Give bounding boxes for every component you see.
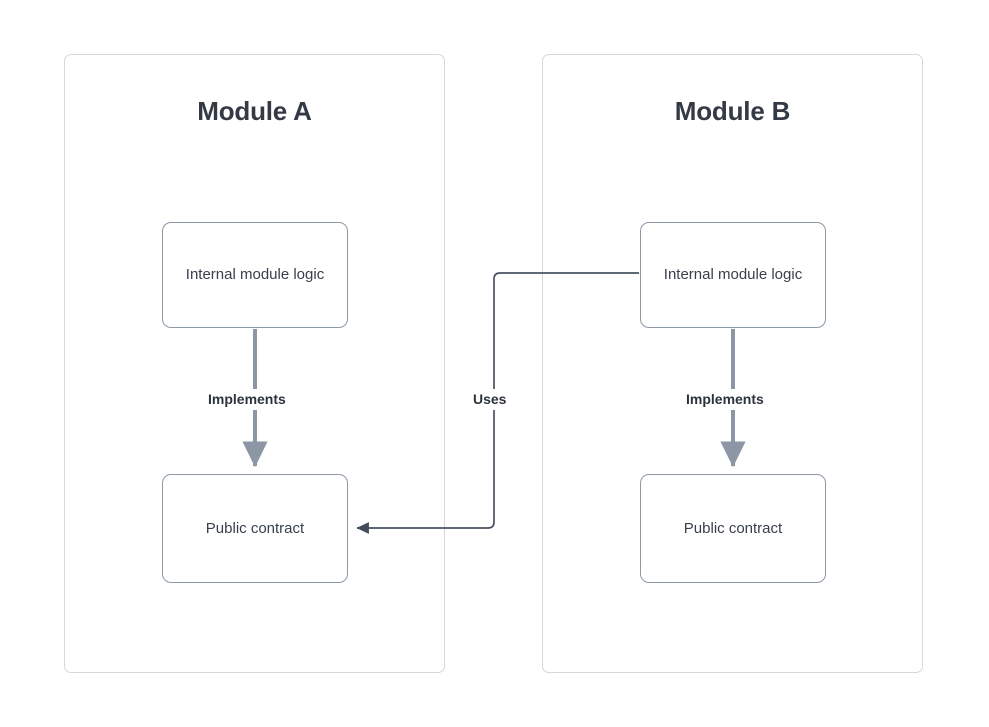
node-internal-module-logic-a[interactable]: Internal module logic <box>162 222 348 328</box>
node-label: Internal module logic <box>663 266 803 284</box>
node-public-contract-b[interactable]: Public contract <box>640 474 826 583</box>
node-public-contract-a[interactable]: Public contract <box>162 474 348 583</box>
edge-label-implements-b: Implements <box>681 389 769 410</box>
node-internal-module-logic-b[interactable]: Internal module logic <box>640 222 826 328</box>
node-label: Public contract <box>205 519 305 537</box>
module-title-a: Module A <box>197 96 312 126</box>
edge-label-uses: Uses <box>468 389 512 410</box>
node-label: Public contract <box>683 519 783 537</box>
edge-label-implements-a: Implements <box>203 389 291 410</box>
node-label: Internal module logic <box>185 266 325 284</box>
module-title-b: Module B <box>674 96 791 126</box>
